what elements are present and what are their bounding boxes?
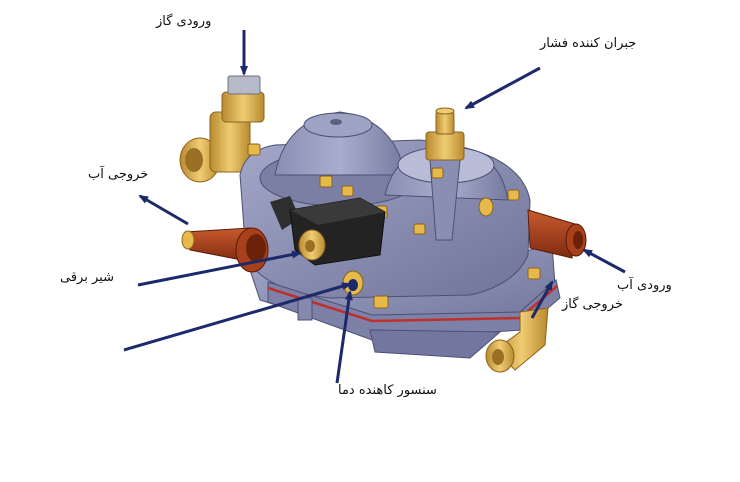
callout-arrows bbox=[123, 30, 626, 384]
left-dome bbox=[259, 111, 421, 207]
arrow-sensor-line bbox=[123, 282, 352, 352]
arrow-water-inlet bbox=[582, 248, 626, 274]
arrow-temp-sensor bbox=[335, 290, 353, 384]
gas-outlet-fitting bbox=[485, 307, 549, 373]
solenoid-valve bbox=[270, 196, 386, 266]
label-gas-inlet: ورودی گاز bbox=[156, 14, 212, 29]
arrow-gas-outlet bbox=[530, 280, 554, 319]
arrow-pressure-compensator bbox=[464, 66, 541, 110]
label-water-outlet: خروجی آب bbox=[88, 167, 149, 182]
label-pressure-compensator: جبران کننده فشار bbox=[540, 36, 637, 51]
label-temp-sensor: سنسور کاهنده دما bbox=[338, 383, 437, 398]
label-gas-outlet: خروجی گاز bbox=[562, 297, 623, 312]
temperature-sensor-port bbox=[342, 270, 364, 296]
label-solenoid-valve: شیر برقی bbox=[60, 270, 114, 285]
arrow-solenoid bbox=[137, 250, 302, 287]
label-water-inlet: ورودی آب bbox=[617, 278, 672, 293]
arrow-water-outlet bbox=[138, 194, 189, 226]
right-dome bbox=[384, 144, 509, 241]
water-inlet-fitting bbox=[527, 209, 587, 259]
gas-inlet-fitting bbox=[179, 75, 265, 183]
water-outlet-fitting bbox=[181, 227, 269, 273]
pressure-compensator-stem bbox=[425, 107, 465, 161]
